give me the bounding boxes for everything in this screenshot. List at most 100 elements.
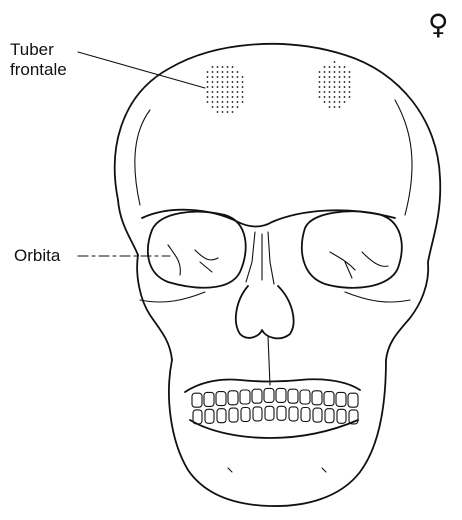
- stipple-dot: [349, 71, 351, 73]
- stipple-dot: [232, 111, 234, 113]
- stipple-dot: [227, 96, 229, 98]
- stipple-dot: [212, 71, 214, 73]
- stipple-dot: [212, 66, 214, 68]
- stipple-dot: [207, 76, 209, 78]
- stipple-dot: [324, 76, 326, 78]
- cranium-left-side: [118, 200, 138, 255]
- stipple-dot: [217, 81, 219, 83]
- stipple-dot: [227, 71, 229, 73]
- stipple-dot: [334, 71, 336, 73]
- stipple-dot: [227, 91, 229, 93]
- orbit-right-detail: [330, 252, 388, 278]
- stipple-dot: [212, 106, 214, 108]
- stipple-dot: [232, 106, 234, 108]
- stipple-dot: [232, 81, 234, 83]
- stipple-dot: [222, 76, 224, 78]
- stipple-dot: [334, 81, 336, 83]
- stipple-dot: [217, 76, 219, 78]
- orbita-label: Orbita: [14, 246, 60, 266]
- stipple-dot: [334, 91, 336, 93]
- lower-tooth: [205, 409, 214, 423]
- stipple-dot: [222, 86, 224, 88]
- stipple-dot: [217, 111, 219, 113]
- stipple-dot: [339, 101, 341, 103]
- upper-tooth: [300, 390, 310, 404]
- stipple-dot: [222, 81, 224, 83]
- tuber-leader-line: [78, 52, 205, 88]
- stipple-dot: [222, 91, 224, 93]
- stipple-dot: [217, 106, 219, 108]
- stipple-dot: [212, 96, 214, 98]
- stipple-dot: [227, 101, 229, 103]
- teeth: [192, 388, 358, 424]
- stipple-dot: [334, 101, 336, 103]
- stipple-dot: [227, 86, 229, 88]
- upper-tooth: [240, 390, 250, 404]
- stipple-dot: [334, 61, 336, 63]
- lower-tooth: [277, 406, 286, 420]
- stipple-dot: [237, 71, 239, 73]
- stipple-dot: [242, 96, 244, 98]
- stipple-dot: [227, 111, 229, 113]
- stipple-dot: [232, 66, 234, 68]
- stipple-dot: [222, 96, 224, 98]
- upper-tooth: [288, 389, 298, 403]
- stipple-dot: [334, 66, 336, 68]
- lower-tooth: [253, 407, 262, 421]
- zygomatic-left: [137, 255, 172, 360]
- stipple-dot: [339, 106, 341, 108]
- stipple-dot: [344, 71, 346, 73]
- stipple-dot: [217, 66, 219, 68]
- stipple-dot: [349, 81, 351, 83]
- stipple-dot: [319, 71, 321, 73]
- stipple-dot: [217, 71, 219, 73]
- upper-tooth: [228, 391, 238, 405]
- tuber-label-line2: frontale: [10, 60, 67, 80]
- stipple-dot: [232, 101, 234, 103]
- stipple-dot: [217, 96, 219, 98]
- stipple-dot: [207, 96, 209, 98]
- stipple-dot: [344, 96, 346, 98]
- stipple-dot: [319, 86, 321, 88]
- stipple-dot: [212, 91, 214, 93]
- temporal-line-right: [395, 100, 412, 215]
- stipple-dot: [329, 101, 331, 103]
- tuber-frontale-label: Tuber frontale: [10, 40, 67, 80]
- stipple-dot: [222, 111, 224, 113]
- stipple-dot: [237, 101, 239, 103]
- stipple-dot: [237, 81, 239, 83]
- orbit-left: [148, 212, 246, 288]
- stipple-dot: [222, 101, 224, 103]
- lower-tooth: [217, 409, 226, 423]
- lower-tooth: [241, 408, 250, 422]
- stipple-dot: [319, 81, 321, 83]
- lower-tooth: [229, 408, 238, 422]
- stipple-dot: [324, 91, 326, 93]
- frontal-eminence-left: [207, 66, 244, 113]
- stipple-dot: [217, 86, 219, 88]
- stipple-dot: [324, 101, 326, 103]
- temporal-line-left: [135, 110, 150, 205]
- stipple-dot: [349, 86, 351, 88]
- lower-tooth: [325, 409, 334, 423]
- stipple-dot: [242, 81, 244, 83]
- stipple-dot: [227, 81, 229, 83]
- stipple-dot: [227, 66, 229, 68]
- stipple-dot: [339, 71, 341, 73]
- stipple-dot: [207, 101, 209, 103]
- upper-tooth: [348, 393, 358, 407]
- stipple-dot: [349, 96, 351, 98]
- stipple-dot: [242, 101, 244, 103]
- stipple-dot: [334, 86, 336, 88]
- mental-foramen-right: [322, 468, 326, 472]
- upper-teeth: [185, 379, 360, 392]
- stipple-dot: [242, 76, 244, 78]
- lower-tooth: [301, 408, 310, 422]
- stipple-dot: [212, 101, 214, 103]
- stipple-dot: [339, 81, 341, 83]
- zygomatic-suture-right: [345, 292, 410, 302]
- mental-foramen-left: [228, 468, 232, 472]
- stipple-dot: [237, 91, 239, 93]
- stipple-dot: [329, 71, 331, 73]
